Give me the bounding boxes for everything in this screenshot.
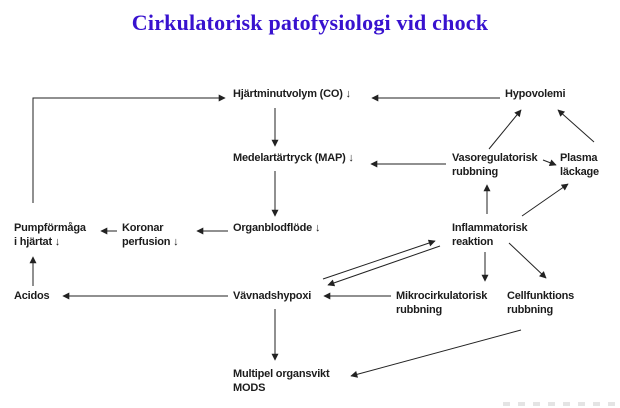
node-organblodflode: Organblodflöde ↓ [233, 222, 321, 234]
node-inflammatorisk: Inflammatorisk reaktion [452, 222, 528, 248]
node-hypovolemi: Hypovolemi [505, 88, 566, 100]
arrow-vavnadshypoxi-to-inflammatorisk [322, 239, 436, 280]
node-plasma-lackage: Plasma läckage [560, 152, 599, 178]
arrow-cellfunktions-to-mods [350, 329, 522, 378]
node-vavnadshypoxi: Vävnadshypoxi [233, 290, 312, 302]
arrow-inflammatorisk-to-cellfunktions [508, 242, 547, 279]
node-medelartartryck: Medelartärtryck (MAP) ↓ [233, 152, 354, 164]
arrow-plasma-to-hypovolemi [557, 109, 595, 143]
arrow-vasoregulatorisk-to-plasma [542, 159, 557, 167]
node-pumpformaga: Pumpförmåga i hjärtat ↓ [14, 222, 86, 248]
arrow-pumpformaga-to-hjartminutvolym [32, 94, 226, 203]
node-acidos: Acidos [14, 290, 50, 302]
node-mods: Multipel organsvikt MODS [233, 368, 330, 394]
node-koronar-perfusion: Koronar perfusion ↓ [122, 222, 179, 248]
arrow-vasoregulatorisk-to-hypovolemi [488, 109, 522, 150]
node-hjartminutvolym: Hjärtminutvolym (CO) ↓ [233, 88, 351, 100]
node-mikrocirkulatorisk: Mikrocirkulatorisk rubbning [396, 290, 488, 316]
arrow-inflammatorisk-to-vavnadshypoxi [327, 245, 441, 287]
node-cellfunktions: Cellfunktions rubbning [507, 290, 575, 316]
page-title: Cirkulatorisk patofysiologi vid chock [131, 10, 489, 35]
cropped-footer-text-artifact [503, 402, 615, 406]
node-vasoregulatorisk: Vasoregulatorisk rubbning [452, 152, 538, 178]
arrow-inflammatorisk-to-plasma [521, 183, 569, 217]
